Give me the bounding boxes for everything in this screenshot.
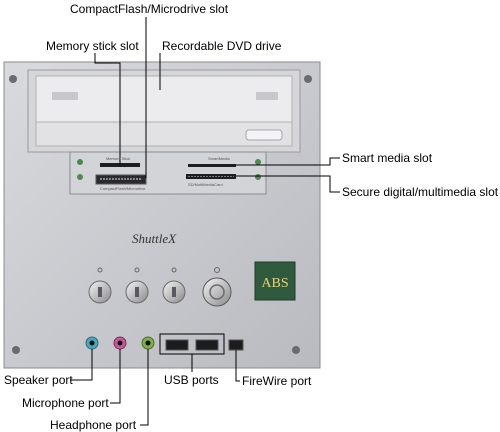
card-reader-module xyxy=(69,151,267,195)
leader-memory-stick xyxy=(94,53,121,165)
usb-port-1 xyxy=(165,339,189,351)
card-led-1 xyxy=(77,159,83,165)
label-memory-stick: Memory stick slot xyxy=(46,39,139,53)
abs-badge xyxy=(254,261,296,301)
brand-logo: ShuttleX xyxy=(132,231,177,246)
abs-badge-text: ABS xyxy=(261,276,288,291)
label-headphone: Headphone port xyxy=(50,418,137,432)
power-button xyxy=(202,277,232,307)
label-compactflash: CompactFlash/Microdrive slot xyxy=(70,2,229,16)
leader-speaker xyxy=(70,349,93,381)
sd-mmc-print: SD/MultiMediaCard xyxy=(188,182,223,187)
smart-media-print: SmartMedia xyxy=(208,156,230,161)
dvd-logo-right xyxy=(256,92,278,100)
label-dvd: Recordable DVD drive xyxy=(162,39,282,53)
label-sd: Secure digital/multimedia slot xyxy=(342,185,499,199)
memory-stick-print: Memory Stick xyxy=(106,156,130,161)
label-usb: USB ports xyxy=(164,373,219,387)
leader-lines xyxy=(70,17,340,426)
leader-sd xyxy=(236,175,340,193)
label-microphone: Microphone port xyxy=(22,396,109,410)
usb-port-2 xyxy=(195,339,219,351)
screw-top-right xyxy=(304,75,312,83)
dvd-eject-button xyxy=(245,129,283,141)
screw-bottom-left xyxy=(12,346,20,354)
compactflash-print: CompactFlash/Microdrive xyxy=(100,186,146,191)
front-buttons xyxy=(88,277,232,307)
smart-media-slot xyxy=(188,164,236,167)
screw-top-left xyxy=(9,75,17,83)
firewire-port xyxy=(228,339,244,351)
label-speaker: Speaker port xyxy=(4,373,73,387)
leader-firewire xyxy=(235,350,240,382)
label-firewire: FireWire port xyxy=(242,374,312,388)
label-smart-media: Smart media slot xyxy=(342,151,433,165)
leader-headphone xyxy=(140,349,149,426)
leader-smart-media xyxy=(236,157,340,166)
card-led-2 xyxy=(77,174,83,180)
screw-bottom-right xyxy=(292,346,300,354)
card-led-3 xyxy=(255,159,261,165)
leader-microphone xyxy=(110,349,121,404)
dvd-logo-left xyxy=(52,92,78,100)
dvd-drive-tray xyxy=(35,75,293,123)
card-led-4 xyxy=(255,174,261,180)
